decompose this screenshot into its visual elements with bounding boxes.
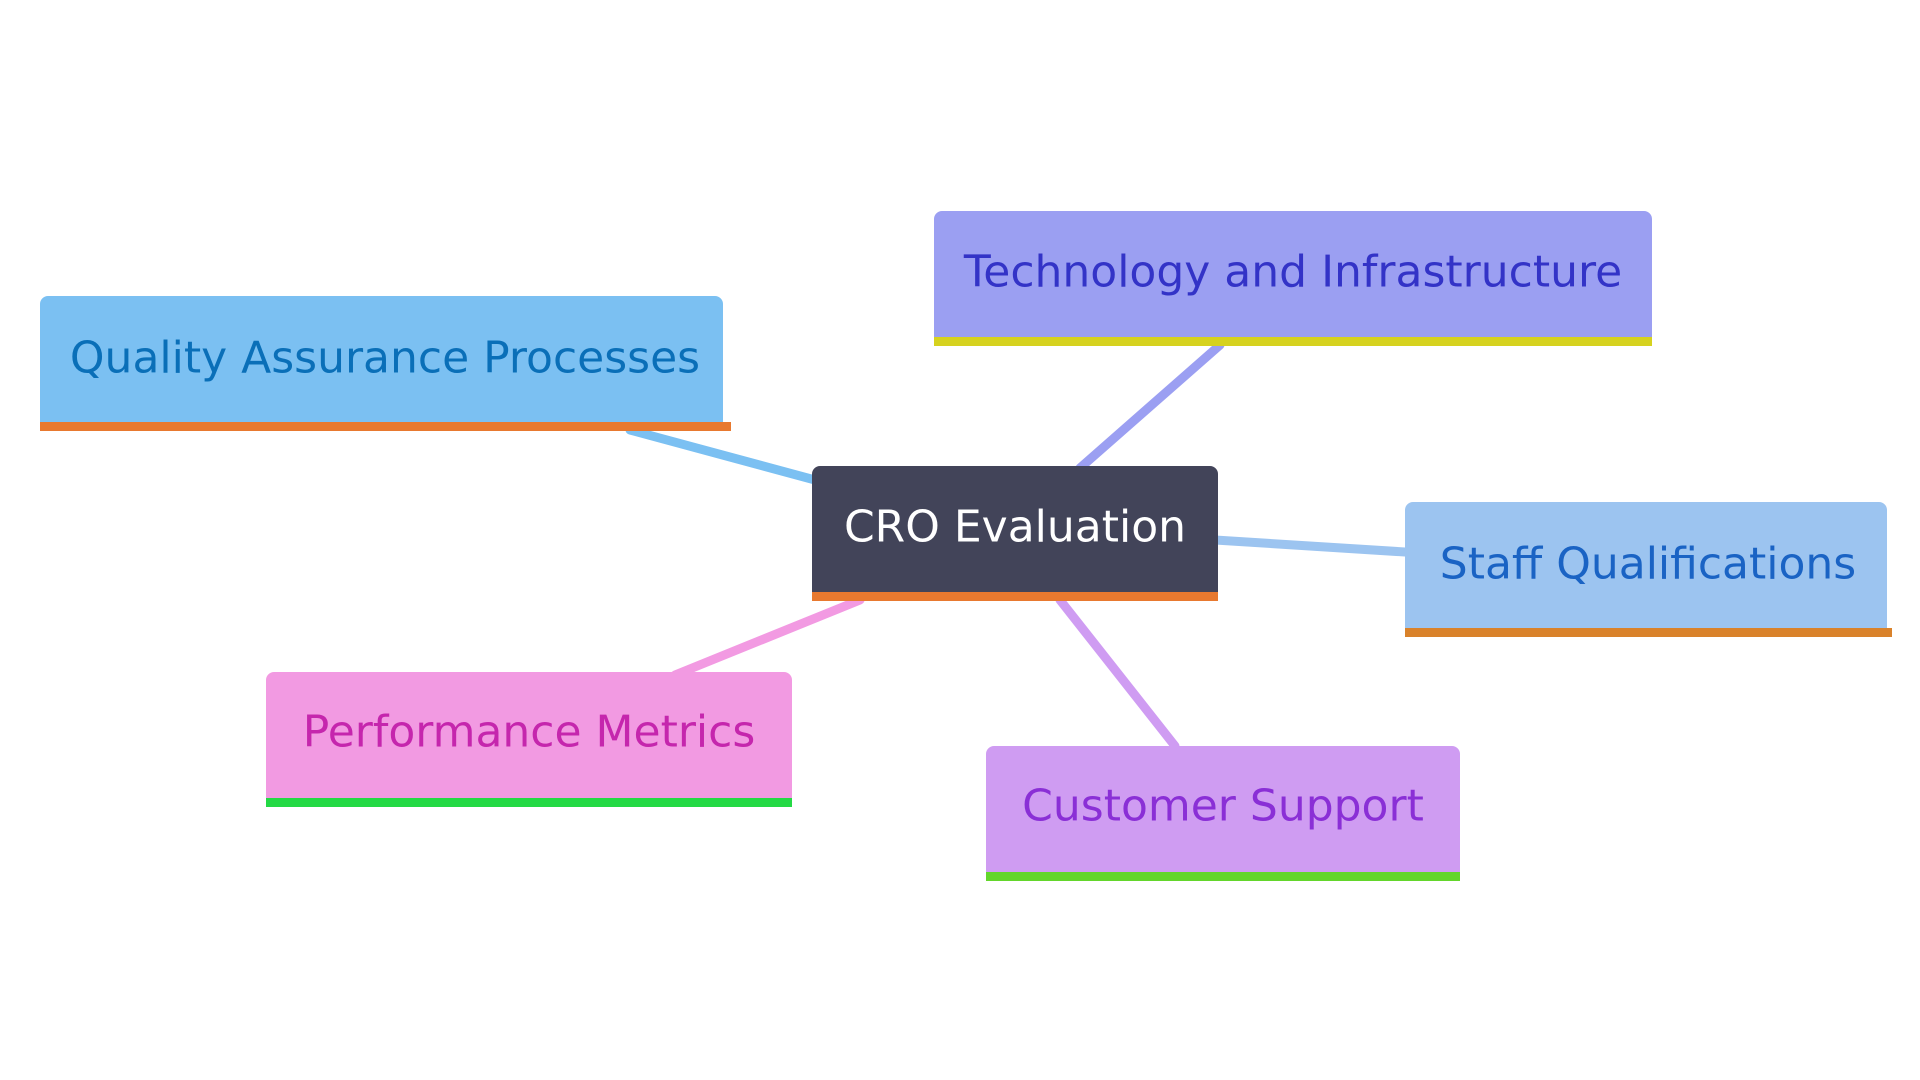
- node-underline: [266, 798, 792, 807]
- node-box: [812, 466, 1218, 594]
- edge-technology: [1075, 340, 1225, 473]
- edge-customer-support: [1055, 595, 1180, 751]
- edge-quality-assurance: [625, 425, 820, 485]
- edges: [625, 340, 1410, 751]
- node-underline: [986, 872, 1460, 881]
- node-root[interactable]: CRO Evaluation: [812, 466, 1218, 601]
- node-quality-assurance[interactable]: Quality Assurance Processes: [40, 296, 731, 431]
- node-label: Quality Assurance Processes: [70, 333, 700, 384]
- node-label: Staff Qualifications: [1440, 539, 1856, 590]
- node-label: CRO Evaluation: [844, 502, 1186, 553]
- node-technology[interactable]: Technology and Infrastructure: [934, 211, 1652, 346]
- node-label: Performance Metrics: [303, 707, 756, 758]
- node-box: [266, 672, 792, 800]
- node-customer-support[interactable]: Customer Support: [986, 746, 1460, 881]
- node-label: Technology and Infrastructure: [963, 247, 1622, 298]
- node-underline: [812, 592, 1218, 601]
- edge-staff: [1210, 535, 1410, 557]
- node-box: [40, 296, 723, 424]
- node-label: Customer Support: [1022, 781, 1424, 832]
- node-box: [934, 211, 1652, 339]
- node-performance[interactable]: Performance Metrics: [266, 672, 792, 807]
- node-underline: [1405, 628, 1892, 637]
- node-staff[interactable]: Staff Qualifications: [1405, 502, 1892, 637]
- edge-performance: [670, 595, 865, 680]
- node-box: [1405, 502, 1887, 630]
- node-underline: [40, 422, 731, 431]
- node-underline: [934, 337, 1652, 346]
- node-box: [986, 746, 1460, 874]
